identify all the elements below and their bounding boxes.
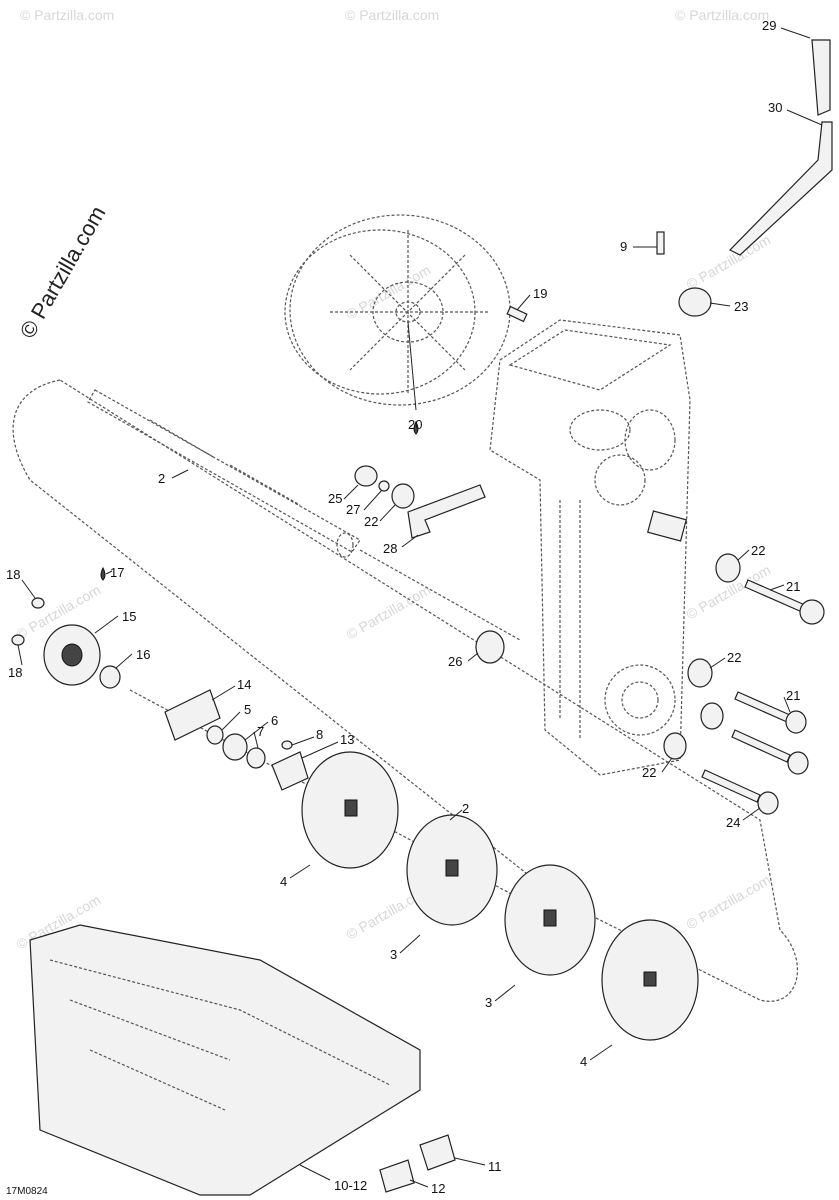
faint-watermark: © Partzilla.com	[684, 872, 774, 933]
bolt	[731, 729, 791, 763]
callout-17: 17	[110, 565, 124, 580]
bolt-head	[787, 751, 809, 775]
washer	[378, 480, 390, 492]
callout-21: 21	[786, 688, 800, 703]
cover-plate	[164, 689, 221, 741]
callout-22: 22	[727, 650, 741, 665]
oil-drop-icon	[100, 566, 106, 581]
plug	[678, 287, 712, 317]
splined-shaft	[646, 510, 688, 542]
drive-shaft	[87, 389, 361, 558]
partzilla-watermark: © Partzilla.com	[15, 202, 111, 343]
callout-26: 26	[448, 654, 462, 669]
callout-5: 5	[244, 702, 251, 717]
bearing	[715, 553, 741, 583]
track	[29, 924, 421, 1196]
callout-7: 7	[257, 724, 264, 739]
callout-16: 16	[136, 647, 150, 662]
callout-2: 2	[158, 471, 165, 486]
bearing	[687, 658, 713, 688]
faint-watermark: © Partzilla.com	[675, 7, 769, 23]
retaining-ring	[246, 747, 266, 769]
callout-19: 19	[533, 286, 547, 301]
nut	[354, 465, 378, 487]
callout-3: 3	[390, 947, 397, 962]
callout-24: 24	[726, 815, 740, 830]
callout-2: 2	[462, 801, 469, 816]
callout-22: 22	[751, 543, 765, 558]
clip	[379, 1159, 415, 1193]
callout-23: 23	[734, 299, 748, 314]
dowel-pin	[656, 231, 665, 255]
bolt-head	[799, 599, 825, 625]
callout-9: 9	[620, 239, 627, 254]
faint-watermark: © Partzilla.com	[20, 7, 114, 23]
dipstick	[728, 39, 833, 256]
bearing	[391, 483, 415, 509]
callout-29: 29	[762, 18, 776, 33]
bolt-head	[785, 710, 807, 734]
callout-30: 30	[768, 100, 782, 115]
bushing	[475, 630, 505, 664]
faint-watermark: © Partzilla.com	[344, 582, 434, 643]
callout-labels: 29 30 9 19 23 20 2 25 27 22 28 22 21 17 …	[6, 18, 800, 1196]
bolt	[734, 691, 791, 723]
callout-25: 25	[328, 491, 342, 506]
callout-18: 18	[6, 567, 20, 582]
callout-15: 15	[122, 609, 136, 624]
bolt-head	[757, 791, 779, 815]
sprocket	[504, 864, 596, 976]
shift-fork	[407, 484, 486, 539]
sprocket	[406, 814, 498, 926]
key	[506, 305, 528, 323]
callout-27: 27	[346, 502, 360, 517]
callout-4: 4	[280, 874, 287, 889]
callout-22: 22	[364, 514, 378, 529]
chaincase-gearbox	[489, 319, 691, 776]
drive-pulley	[284, 214, 511, 406]
callout-10-12: 10-12	[334, 1178, 367, 1193]
callout-6: 6	[271, 713, 278, 728]
nut	[11, 634, 25, 646]
o-ring	[281, 740, 293, 750]
bearing	[700, 702, 724, 730]
speed-sensor	[99, 665, 121, 689]
faint-watermark: © Partzilla.com	[345, 7, 439, 23]
seal	[206, 725, 224, 745]
callout-20: 20	[408, 417, 422, 432]
callout-4: 4	[580, 1054, 587, 1069]
clip	[419, 1134, 456, 1171]
callout-22: 22	[642, 765, 656, 780]
bolt	[701, 769, 761, 803]
callout-3: 3	[485, 995, 492, 1010]
bearing	[222, 733, 248, 761]
callout-18: 18	[8, 665, 22, 680]
callout-13: 13	[340, 732, 354, 747]
callout-21: 21	[786, 579, 800, 594]
figure-code: 17M0824	[6, 1186, 48, 1197]
oil-drop-icon	[413, 420, 419, 435]
faint-watermark: © Partzilla.com	[684, 232, 774, 293]
idler-wheel	[601, 919, 699, 1041]
callout-12: 12	[431, 1181, 445, 1196]
sprocket-end	[301, 751, 399, 869]
callout-11: 11	[488, 1159, 502, 1174]
callout-14: 14	[237, 677, 251, 692]
nut	[31, 597, 45, 609]
shaft-centerline	[359, 549, 521, 641]
leader-lines	[17, 27, 823, 1188]
callout-8: 8	[316, 727, 323, 742]
bearing-housing-bore	[61, 643, 83, 667]
bearing	[663, 732, 687, 760]
callout-28: 28	[383, 541, 397, 556]
gasket	[271, 751, 309, 791]
